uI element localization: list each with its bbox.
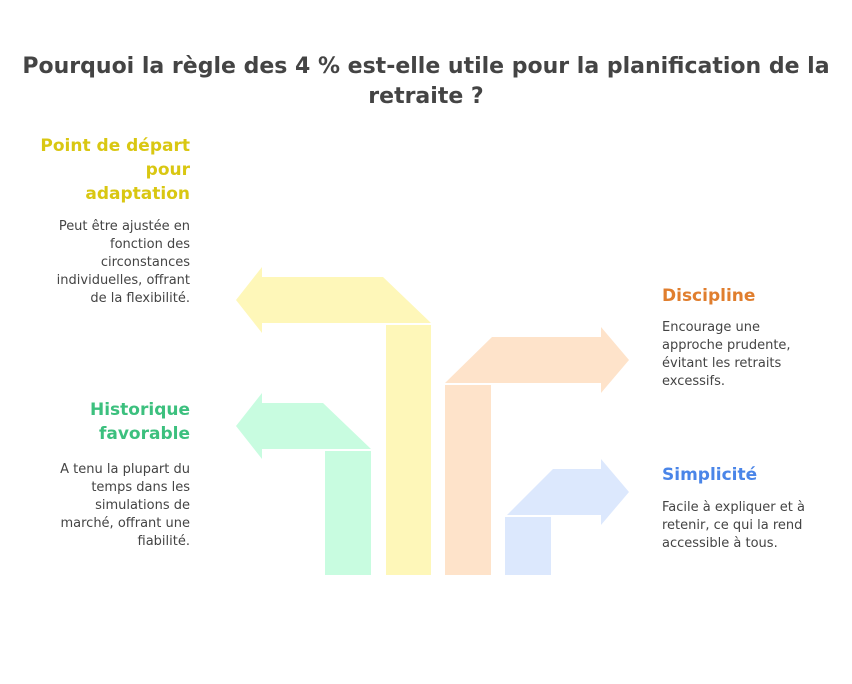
description-discipline: Encourage une approche prudente, évitant… [662, 320, 791, 389]
heading-discipline: Discipline [662, 286, 756, 306]
diagram-title: Pourquoi la règle des 4 % est-elle utile… [22, 54, 830, 109]
arrow-simplicite [505, 459, 629, 575]
heading-simplicite: Simplicité [662, 465, 758, 485]
arrow-discipline [445, 327, 629, 575]
heading-historique: Historique favorable [90, 400, 190, 444]
arrow-adaptation [236, 267, 431, 575]
description-adaptation: Peut être ajustée en fonction des circon… [56, 219, 190, 306]
description-historique: A tenu la plupart du temps dans les simu… [60, 462, 190, 549]
description-simplicite: Facile à expliquer et à retenir, ce qui … [662, 500, 805, 551]
arrow-historique [236, 393, 371, 575]
heading-adaptation: Point de départ pour adaptation [40, 136, 190, 204]
